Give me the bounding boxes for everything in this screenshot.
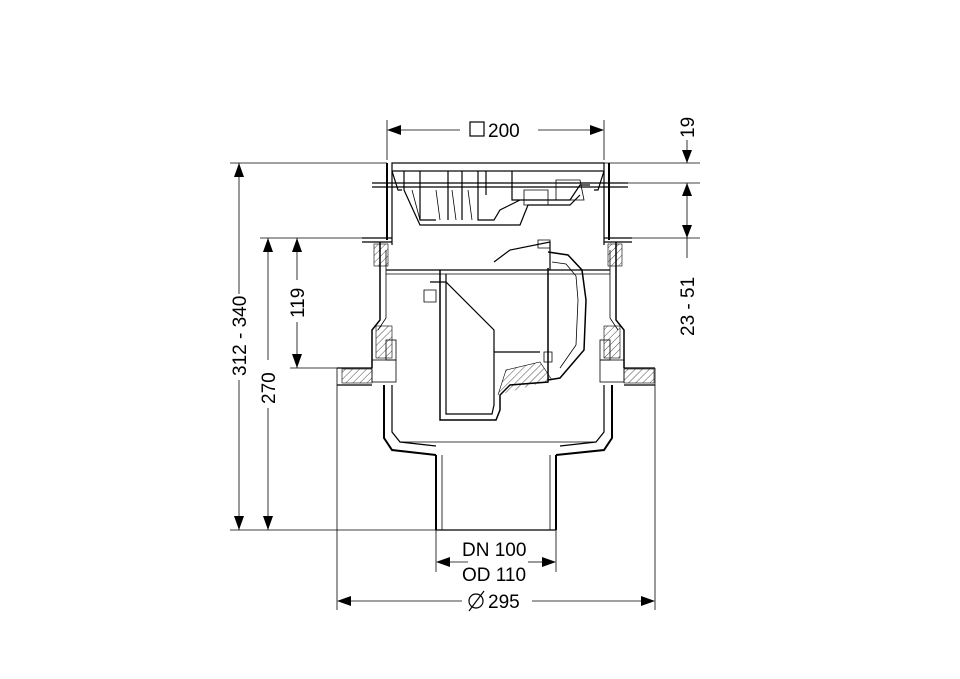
- dimension-outlet: DN 100 OD 110: [435, 530, 557, 586]
- dimension-flange-diameter: 295: [336, 368, 656, 613]
- body-height-label: 270: [259, 372, 280, 404]
- outlet-dn-label: DN 100: [462, 540, 526, 561]
- extension-tube: [362, 163, 632, 245]
- upper-height-label: 119: [288, 288, 309, 318]
- flange: [337, 359, 655, 386]
- top-offset-label: 19: [678, 117, 699, 138]
- dimension-top-offset: 19: [604, 117, 700, 184]
- grating: [372, 162, 628, 226]
- outlet-pipe: [435, 455, 557, 531]
- square-symbol: [469, 121, 485, 137]
- dimension-total-height: 312 - 340: [230, 162, 436, 531]
- total-height-label: 312 - 340: [230, 296, 251, 376]
- outlet-od-label: OD 110: [462, 565, 526, 586]
- dimension-body-height: 270: [259, 237, 362, 530]
- adjust-range-label: 23 - 51: [678, 277, 699, 336]
- flange-diameter-label: 295: [488, 592, 520, 613]
- upper-body: [371, 242, 625, 368]
- dimension-adjust-range: 23 - 51: [632, 183, 700, 336]
- lower-bowl: [383, 385, 613, 456]
- dimension-top-width: 200: [386, 120, 605, 160]
- dimension-upper-height: 119: [288, 238, 337, 369]
- drain-body: [337, 162, 655, 531]
- top-width-label: 200: [488, 121, 520, 142]
- diameter-symbol: [468, 590, 485, 612]
- odour-trap: [423, 239, 587, 421]
